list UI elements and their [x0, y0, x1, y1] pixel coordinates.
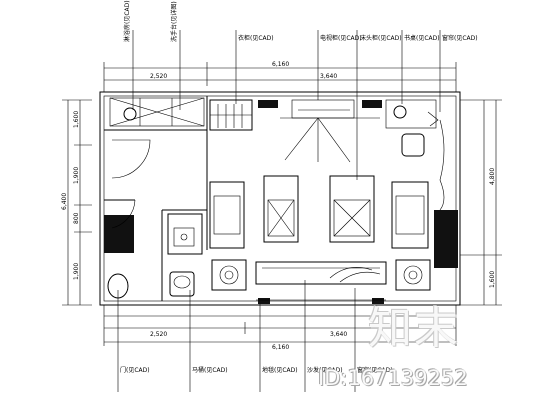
bath-fixture [107, 273, 129, 299]
curtain-right [439, 119, 445, 211]
dim-top-right: 3,640 [320, 73, 337, 80]
callout-top-7: 窗帘(见CAD) [442, 34, 478, 42]
top-callouts: 淋浴房(见CAD) 洗手台(见详图) 衣柜(见CAD) 电视柜(见CAD) 床头… [123, 0, 478, 180]
desk-chair [401, 133, 425, 157]
callout-top-5: 床头柜(见CAD) [360, 34, 402, 42]
sofa-set [209, 175, 429, 249]
dim-bottom-total: 6,160 [272, 344, 289, 351]
dim-left-4: 1,900 [73, 263, 80, 280]
callout-bottom-5: 窗帘(见CAD) [357, 366, 393, 374]
left-dimensions: 1,600 1,900 800 1,900 6,400 [61, 99, 92, 306]
callout-bottom-2: 马桶(见CAD) [192, 366, 228, 374]
wall-column-left [104, 215, 134, 253]
washbasin [167, 213, 203, 255]
callout-top-2: 洗手台(见详图) [170, 1, 178, 42]
callout-top-3: 衣柜(见CAD) [238, 34, 274, 42]
dim-top-left: 2,520 [150, 73, 167, 80]
dim-right-2: 1,600 [489, 271, 496, 288]
watermark-logo: 知末 [368, 303, 460, 354]
dim-top-total: 6,160 [272, 61, 289, 68]
bottom-callouts: 门(见CAD) 马桶(见CAD) 地毯(见CAD) 沙发(见CAD) 窗帘(见C… [117, 280, 393, 392]
watermark-id: ID:167139252 [318, 366, 468, 390]
callout-top-4: 电视柜(见CAD) [320, 34, 362, 42]
toilet [107, 271, 195, 299]
bed-left [263, 175, 299, 243]
outer-walls [99, 91, 461, 306]
carpet [255, 261, 387, 304]
bathroom-partitions [104, 96, 458, 301]
callout-bottom-1: 门(见CAD) [120, 366, 150, 374]
callout-bottom-4: 沙发(见CAD) [307, 366, 343, 374]
dim-bottom-left: 2,520 [150, 331, 167, 338]
bottom-window [104, 299, 456, 317]
top-dimensions: 2,520 3,640 6,160 [103, 61, 457, 92]
callout-top-6: 书桌(见CAD) [404, 34, 440, 42]
drain-icon [123, 107, 137, 121]
dim-left-2: 1,900 [73, 167, 80, 184]
dim-right-1: 4,800 [489, 168, 496, 185]
bottom-dimensions: 2,520 3,640 6,160 [103, 305, 457, 351]
tv-cabinet [258, 99, 382, 163]
callout-top-1: 淋浴房(见CAD) [123, 0, 131, 42]
desk [385, 99, 445, 211]
bathroom-door [111, 139, 151, 229]
dim-left-1: 1,600 [73, 111, 80, 128]
side-tables [211, 259, 431, 291]
wardrobe [209, 99, 253, 131]
right-dimensions: 4,800 1,600 [460, 99, 502, 306]
wall-column-right [434, 210, 458, 268]
callout-bottom-3: 地毯(见CAD) [262, 366, 298, 374]
dim-left-3: 800 [73, 212, 80, 224]
shower-room [109, 97, 205, 127]
dim-left-total: 6,400 [61, 193, 68, 210]
dim-bottom-right: 3,640 [330, 331, 347, 338]
bed-right [329, 175, 375, 243]
